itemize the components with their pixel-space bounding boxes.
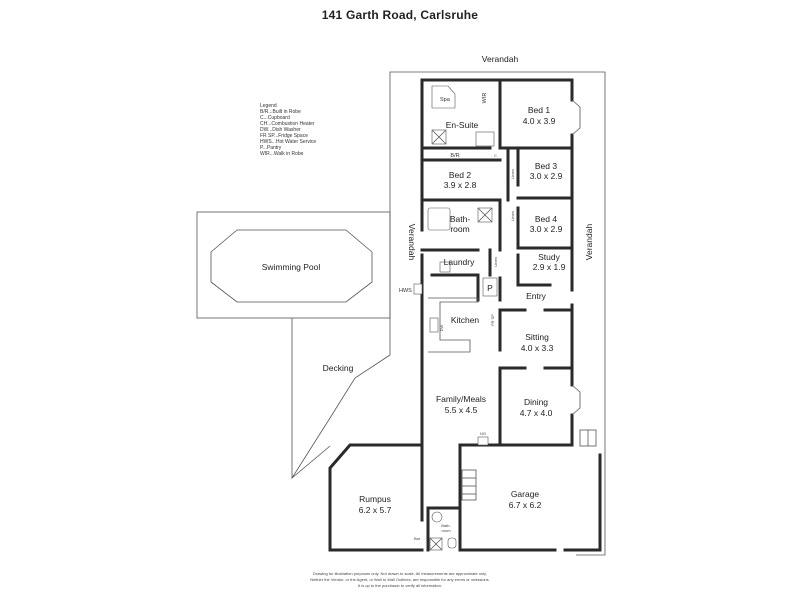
linen-label: Linen (510, 169, 515, 179)
verandah-steps (579, 429, 597, 447)
disclaimer-line: Drawing for illustration purposes only. … (313, 571, 487, 576)
decking-label: Decking (323, 363, 354, 373)
study-name: Study (538, 252, 560, 262)
disclaimer-line: It is up to the purchaser to verify all … (357, 583, 443, 588)
cupboard-label: C (494, 153, 497, 158)
legend-item: P...Pantry (260, 145, 282, 151)
bed1-name: Bed 1 (528, 105, 550, 115)
bay-window (571, 99, 581, 136)
bed4-size: 3.0 x 2.9 (530, 224, 563, 234)
kitchen-label: Kitchen (451, 315, 480, 325)
frsp-label: FR SP (490, 314, 495, 326)
family-name: Family/Meals (436, 394, 486, 404)
sitting-size: 4.0 x 3.3 (521, 343, 554, 353)
legend-item: DW...Dish Washer (260, 127, 301, 133)
legend-item: FR SP...Fridge Space (260, 133, 308, 139)
combustion-heater (477, 436, 489, 446)
bed2-size: 3.9 x 2.8 (444, 180, 477, 190)
bath2-line2: room (441, 528, 451, 533)
legend-item: B/R...Built in Robe (260, 109, 301, 115)
entry-label: Entry (526, 291, 547, 301)
bir-label: B/R (450, 153, 459, 159)
disclaimer-line: Neither the Vendor, or the Agent, or Wal… (310, 577, 490, 582)
bed2-name: Bed 2 (449, 170, 471, 180)
wir-label: WIR (482, 93, 488, 104)
rumpus-size: 6.2 x 5.7 (359, 505, 392, 515)
garage-stairs (461, 469, 477, 501)
hws-unit (413, 283, 423, 295)
legend-item: C...Cupboard (260, 115, 290, 121)
dw-label: DW (439, 324, 444, 331)
swimming-pool (210, 229, 373, 303)
verandah-right-label: Verandah (584, 224, 594, 261)
exterior-wall (420, 78, 574, 102)
swimming-pool-label: Swimming Pool (262, 262, 321, 272)
garage-wall (458, 443, 557, 552)
bathroom-line1: Bath- (450, 214, 470, 224)
bed4-name: Bed 4 (535, 214, 557, 224)
rumpus-wall (328, 443, 424, 552)
bed1-size: 4.0 x 3.9 (523, 116, 556, 126)
verandah-left-label: Verandah (407, 224, 417, 261)
exterior-wall (498, 413, 574, 447)
sitting-name: Sitting (525, 332, 549, 342)
dining-name: Dining (524, 397, 548, 407)
verandah-top-label: Verandah (482, 54, 519, 64)
pool-surround (196, 211, 391, 319)
heater-label: HO (480, 431, 486, 436)
legend-item: WIR...Walk in Robe (260, 151, 304, 157)
toilet (447, 537, 457, 549)
legend-item: CH...Combustion Heater (260, 121, 315, 127)
verandah-outline (389, 71, 606, 556)
laundry-tub (439, 261, 451, 273)
bed3-size: 3.0 x 2.9 (530, 171, 563, 181)
pantry-box (482, 277, 498, 297)
spa-bath (431, 85, 456, 109)
rumpus-name: Rumpus (359, 494, 391, 504)
garage-size: 6.7 x 6.2 (509, 500, 542, 510)
linen-label: Linen (493, 257, 498, 267)
kitchen-bench (428, 297, 479, 353)
spa-label: Spa (440, 97, 451, 103)
bathtub (427, 207, 451, 231)
bar-label: Bar (414, 536, 421, 541)
study-size: 2.9 x 1.9 (533, 262, 566, 272)
bay-window (571, 384, 581, 416)
dining-size: 4.7 x 4.0 (520, 408, 553, 418)
vanity (475, 131, 495, 147)
hws-label: HWS (399, 288, 412, 294)
bathroom-line2: room (450, 224, 469, 234)
plan-title: 141 Garth Road, Carlsruhe (321, 8, 479, 22)
family-size: 5.5 x 4.5 (445, 405, 478, 415)
bed3-name: Bed 3 (535, 161, 557, 171)
ensuite-label: En-Suite (446, 120, 479, 130)
basin (431, 511, 443, 523)
linen-label: Linen (510, 211, 515, 221)
legend-item: HWS...Hot Water Service (260, 139, 317, 145)
disclaimer: Drawing for illustration purposes only. … (300, 571, 500, 589)
legend: Legend B/R...Built in Robe C...Cupboard … (260, 103, 316, 157)
bath2-line1: Bath- (441, 523, 451, 528)
decking-outline (291, 212, 391, 480)
kitchen-sink (429, 317, 439, 333)
legend-heading: Legend (260, 103, 277, 109)
laundry-label: Laundry (444, 257, 475, 267)
pantry-label: P (487, 283, 493, 293)
garage-name: Garage (511, 489, 540, 499)
decking-edge (291, 445, 331, 479)
